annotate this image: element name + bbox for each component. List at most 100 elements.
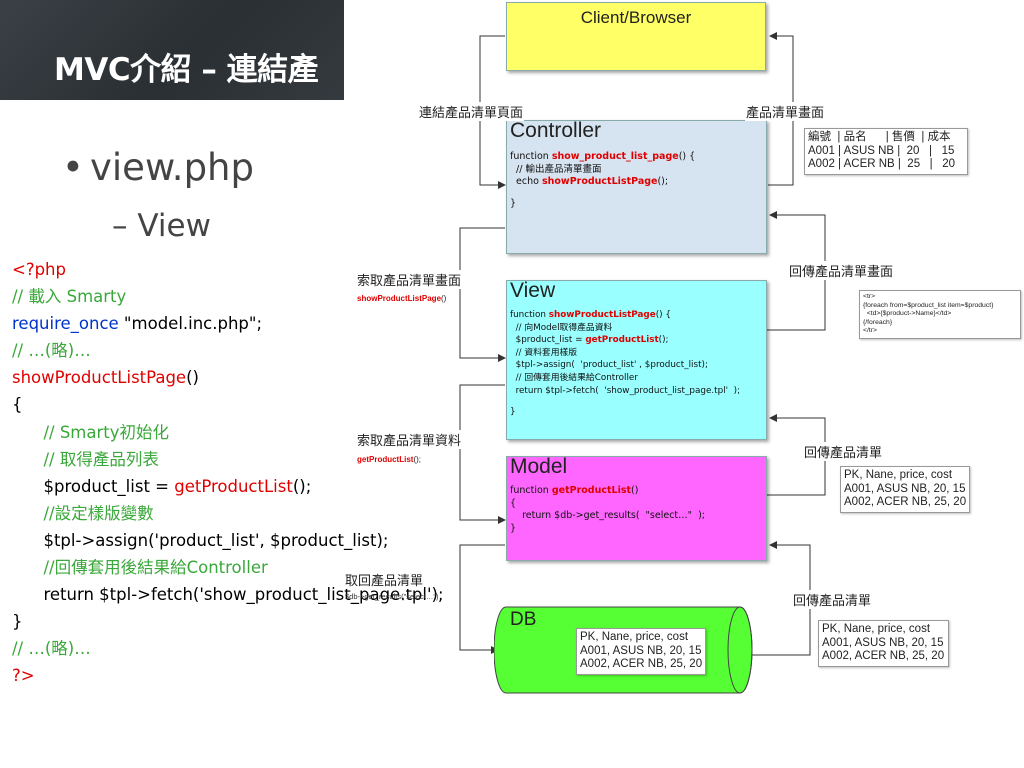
label-controller-to-client: 產品清單畫面 [745, 102, 826, 121]
code-line: { [12, 391, 444, 418]
view-code-line: $product_list = getProductList(); [510, 334, 740, 347]
code-line: //回傳套用後結果給Controller [12, 554, 444, 581]
label-model-to-view: 回傳產品清單 [803, 442, 884, 461]
model-code-token: function [510, 485, 552, 496]
view-code-line: } [510, 406, 740, 419]
code-line: $product_list = getProductList(); [12, 473, 444, 500]
code-line: // 載入 Smarty [12, 283, 444, 310]
note-line: 編號 | 品名 | 售價 | 成本 [808, 131, 951, 143]
arrow-view-to-model [459, 384, 506, 524]
view-code-token: () { [655, 310, 671, 320]
code-token: $tpl->assign('product_list', $product_li… [12, 530, 389, 550]
model-title: Model [510, 455, 568, 478]
note-line: <tr> [863, 293, 876, 300]
controller-code-line: function show_product_list_page() { [510, 151, 695, 164]
code-token: (); [292, 476, 312, 496]
arrow-model-to-db [459, 544, 505, 654]
view-code-line: return $tpl->fetch( 'show_product_list_p… [510, 385, 740, 398]
code-token: getProductList [174, 476, 293, 496]
bullet-dot-icon: • [62, 146, 84, 189]
slide-title-bar: MVC介紹 – 連結產 [0, 0, 344, 100]
view-template-note: <tr>{foreach from=$product_list item=$pr… [859, 290, 1021, 339]
controller-title: Controller [510, 119, 602, 142]
code-token: showProductListPage [12, 368, 187, 388]
code-line: $tpl->assign('product_list', $product_li… [12, 527, 444, 554]
code-token: // 載入 Smarty [12, 287, 127, 307]
view-code-token: $product_list = [510, 335, 586, 346]
view-code-token: } [510, 406, 516, 417]
controller-code-token: echo [510, 176, 542, 187]
note-line: A002, ACER NB, 25, 20 [822, 650, 945, 662]
view-code: function showProductListPage() { // 向Mod… [510, 309, 740, 419]
view-code-token: // 資料套用樣版 [510, 347, 578, 358]
view-title: View [510, 279, 556, 302]
view-box: View function showProductListPage() { //… [506, 279, 767, 440]
model-code-token: { [510, 497, 517, 509]
model-code: function getProductList(){ return $db->g… [510, 485, 705, 535]
view-code-line: // 向Model取得產品資料 [510, 322, 740, 335]
code-token: // Smarty初始化 [12, 422, 170, 442]
label-model-to-db: 取回產品清單 [344, 570, 425, 589]
code-line: <?php [12, 256, 444, 283]
view-code-token: showProductListPage [548, 310, 656, 320]
code-token: return $tpl->fetch('show_product_list_pa… [12, 585, 444, 605]
code-line: showProductListPage() [12, 364, 444, 391]
note-line: A001, ASUS NB, 20, 15 [844, 482, 966, 495]
view-code-line: // 資料套用樣版 [510, 347, 740, 360]
code-token: } [12, 612, 23, 632]
code-token: "model.inc.php"; [118, 314, 263, 334]
view-code-token: // 回傳套用後結果給Controller [510, 372, 638, 383]
controller-code-token: } [510, 198, 517, 209]
code-token: <?php [12, 260, 66, 279]
view-to-model-call-name: getProductList [357, 455, 414, 464]
code-token: () [186, 368, 199, 388]
label-model-to-db-call: $db->get_results("select…") [345, 592, 439, 601]
note-line: <td>{$product->Name}</td> [863, 310, 952, 317]
controller-code-token: (); [657, 176, 669, 187]
controller-code-token: () { [678, 151, 696, 162]
code-line: ?> [12, 662, 444, 689]
label-controller-to-view: 索取產品清單畫面 [356, 270, 463, 289]
note-line: A001, ASUS NB, 20, 15 [822, 636, 944, 649]
view-code-line: // 回傳套用後結果給Controller [510, 372, 740, 385]
model-code-line: { [510, 498, 705, 511]
model-box: Model function getProductList(){ return … [506, 455, 767, 561]
code-token: ?> [12, 666, 35, 686]
label-client-to-controller: 連結產品清單頁面 [418, 102, 525, 121]
code-line: return $tpl->fetch('show_product_list_pa… [12, 581, 444, 608]
code-token: { [12, 395, 23, 415]
controller-code-token: showProductListPage [541, 176, 658, 187]
note-line: A002, ACER NB, 25, 20 [580, 658, 703, 670]
slide-title: MVC介紹 – 連結產 [54, 52, 319, 88]
model-code-token: getProductList [551, 485, 632, 496]
code-line: // 取得產品列表 [12, 446, 444, 473]
label-controller-to-view-call: showProductListPage() [357, 294, 446, 303]
controller-code-line: // 輸出產品清單畫面 [510, 164, 695, 177]
model-code-token: return $db->get_results( "select…" ); [510, 510, 705, 521]
label-view-to-model-call: getProductList(); [357, 455, 421, 464]
note-line: A002, ACER NB, 25, 20 [844, 496, 967, 508]
controller-code-line: echo showProductListPage(); [510, 176, 695, 189]
client-browser-label: Client/Browser [580, 8, 692, 27]
controller-code-token: show_product_list_page [551, 151, 679, 162]
model-code-line: return $db->get_results( "select…" ); [510, 510, 705, 523]
note-line: PK, Nane, price, cost [822, 623, 931, 635]
label-db-to-model: 回傳產品清單 [792, 590, 873, 609]
code-token: // …(略)… [12, 639, 91, 659]
controller-code-token: function [510, 151, 552, 162]
view-code-token: (); [658, 335, 669, 346]
view-code-line: $tpl->assign( 'product_list' , $product_… [510, 359, 740, 372]
label-view-to-model: 索取產品清單資料 [356, 430, 463, 449]
code-token: $product_list = [12, 476, 175, 496]
code-line: } [12, 608, 444, 635]
note-line: A002 | ACER NB | 25 | 20 [808, 158, 956, 170]
view-code-line: function showProductListPage() { [510, 309, 740, 322]
note-line: PK, Nane, price, cost [580, 631, 689, 643]
view-code-line [510, 397, 740, 406]
note-line: {/foreach} [863, 318, 893, 326]
controller-code: function show_product_list_page() { // 輸… [510, 151, 695, 211]
note-line: A001, ASUS NB, 20, 15 [580, 644, 702, 657]
